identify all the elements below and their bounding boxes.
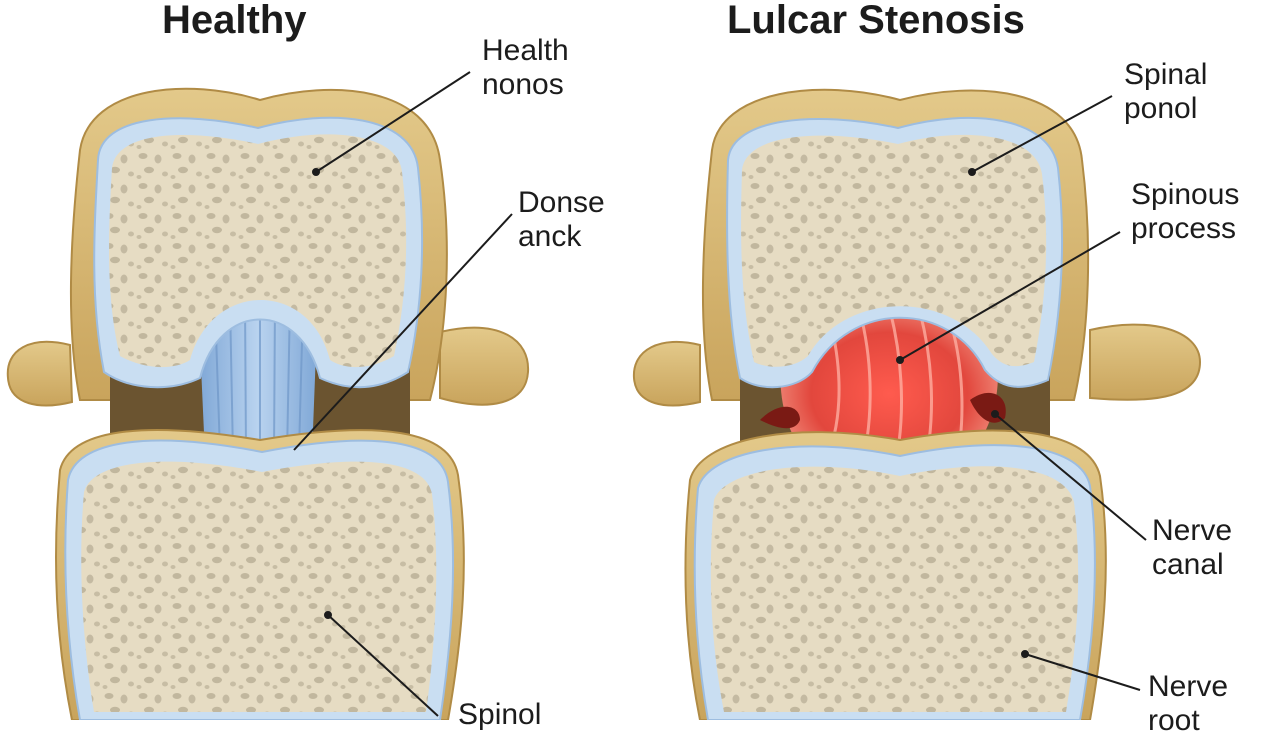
leader-spinal-ponol: [971, 95, 1113, 173]
stenosis-right-process: [1089, 323, 1202, 401]
healthy-vertebra-group: [6, 87, 530, 720]
healthy-right-process: [439, 326, 530, 406]
leader-nerve-root: [1024, 653, 1141, 691]
stenosis-left-foramen: [760, 406, 800, 429]
stenosis-lower-vertebral-body: [710, 466, 1079, 712]
label-nerve-root: Nerve root: [1148, 670, 1229, 738]
leader-spinol-bottom: [327, 614, 439, 717]
label-spinal-ponol: Spinal ponol: [1124, 58, 1208, 126]
stenosis-left-process: [632, 340, 701, 407]
label-nerve-canal: Nerve canal: [1152, 514, 1233, 582]
stenosis-title: Lulcar Stenosis: [727, 0, 1025, 42]
label-donse-anck: Donse anck: [518, 186, 605, 254]
healthy-lower-vertebral-body: [81, 461, 437, 712]
label-health-nonos: Health nonos: [482, 34, 569, 102]
healthy-upper-vertebral-body: [109, 134, 407, 368]
leader-nerve-canal: [994, 413, 1147, 541]
leader-health-nonos: [315, 71, 471, 173]
label-spinous-process: Spinous process: [1131, 178, 1240, 246]
leader-lines: [293, 71, 1147, 717]
stenosis-vertebra-group: [632, 88, 1202, 720]
leader-spinous-process: [899, 231, 1121, 361]
label-spinol-bottom: Spinol: [458, 698, 542, 731]
healthy-title: Healthy: [162, 0, 307, 42]
leader-donse-anck: [293, 213, 513, 451]
stenosis-upper-vertebral-body: [741, 134, 1047, 367]
diagram-canvas: [6, 71, 1202, 720]
healthy-left-process: [6, 340, 74, 407]
